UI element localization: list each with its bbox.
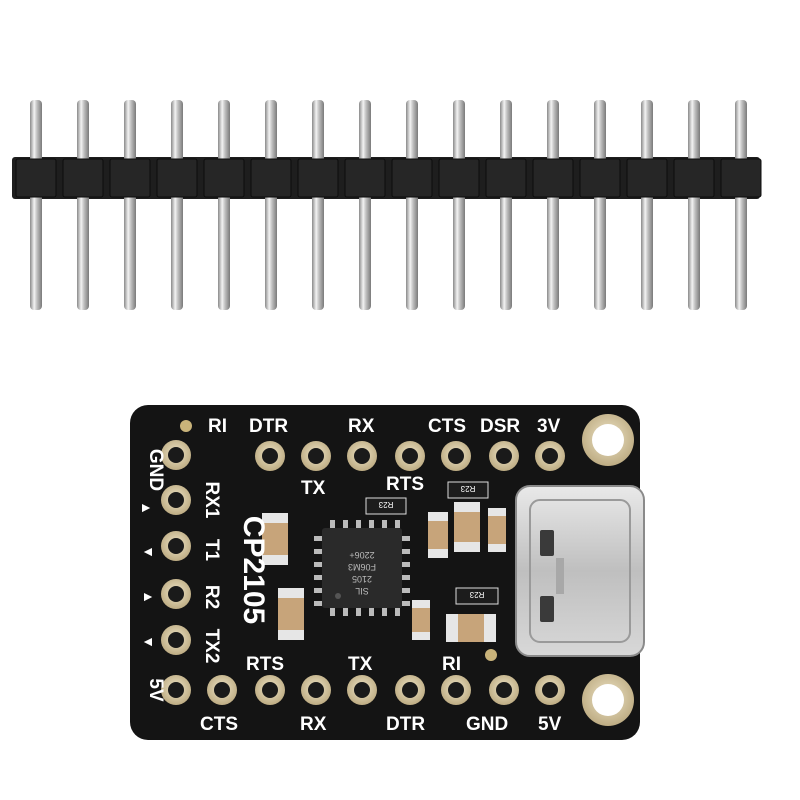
fiducial [485,649,497,661]
pin-pad [489,675,519,705]
fiducial [180,420,192,432]
header-pin [203,100,245,310]
label-dtr-bottom: DTR [386,714,425,735]
pin-pad [255,441,285,471]
header-pin [438,100,480,310]
chip-marking-4: 2206+ [349,550,374,560]
label-rx1: RX1 [201,482,222,519]
pin-pad [301,675,331,705]
pin-pad [441,675,471,705]
svg-text:▼: ▼ [141,545,157,559]
pin-pad [395,675,425,705]
svg-text:▲: ▲ [141,590,157,604]
header-pin [62,100,104,310]
resistor-code: R23 [469,590,484,599]
pin-pad [161,625,191,655]
label-ri-bottom: RI [442,654,461,675]
pin-pad [347,675,377,705]
pin-pad [161,440,191,470]
mounting-hole-top [582,414,634,466]
usb-c-connector [515,485,645,657]
header-pin [297,100,339,310]
label-t1: T1 [201,539,222,562]
header-pin [720,100,762,310]
header-pin [391,100,433,310]
resistor-code: R23 [460,484,475,493]
label-gnd-bottom: GND [466,714,508,735]
label-dsr: DSR [480,416,520,437]
label-5v-bottom: 5V [538,714,562,735]
pin-pad [489,441,519,471]
pin-pad [161,531,191,561]
label-5v-left: 5V [145,678,166,702]
chip-marking-1: SIL [355,586,369,596]
header-pin [626,100,668,310]
pin-pad [535,441,565,471]
pin-pad [441,441,471,471]
label-rts-bottom: RTS [246,654,284,675]
header-pin [15,100,57,310]
board-name: CP2105 [237,516,270,624]
label-rx: RX [348,416,375,437]
label-tx-bottom: TX [348,654,373,675]
cp2105-chip: SIL 2105 F06M3 2206+ [314,520,410,616]
label-tx2: TX2 [201,629,222,664]
pin-pad [161,675,191,705]
pin-pad [535,675,565,705]
pad-group [161,440,565,705]
header-pin [579,100,621,310]
header-pin [344,100,386,310]
header-pin [485,100,527,310]
pin-pad [301,441,331,471]
label-gnd: GND [145,449,166,491]
pin-pad [161,485,191,515]
svg-text:▼: ▼ [141,635,157,649]
passive-components: R23 R23 R23 [262,481,506,642]
label-ri: RI [208,416,227,437]
pin-pad [255,675,285,705]
header-pin [109,100,151,310]
header-pin [532,100,574,310]
chip-marking-3: F06M3 [348,562,376,572]
svg-text:▲: ▲ [139,501,155,515]
label-rx-bottom: RX [300,714,327,735]
breakout-board: SIL 2105 F06M3 2206+ [130,405,645,740]
label-rts: RTS [386,474,424,495]
label-dtr: DTR [249,416,288,437]
pin-pad [347,441,377,471]
header-pin [156,100,198,310]
label-r2: R2 [201,585,222,609]
pin-pad [161,579,191,609]
pin-pad [207,675,237,705]
label-cts: CTS [428,416,466,437]
label-cts-bottom: CTS [200,714,238,735]
chip-marking-2: 2105 [352,574,372,584]
pin-pad [395,441,425,471]
resistor-code: R23 [378,500,393,509]
label-tx: TX [301,478,326,499]
pin-header [12,100,762,310]
header-pin [250,100,292,310]
mounting-hole-bottom [582,674,634,726]
label-3v: 3V [537,416,561,437]
header-pin [673,100,715,310]
